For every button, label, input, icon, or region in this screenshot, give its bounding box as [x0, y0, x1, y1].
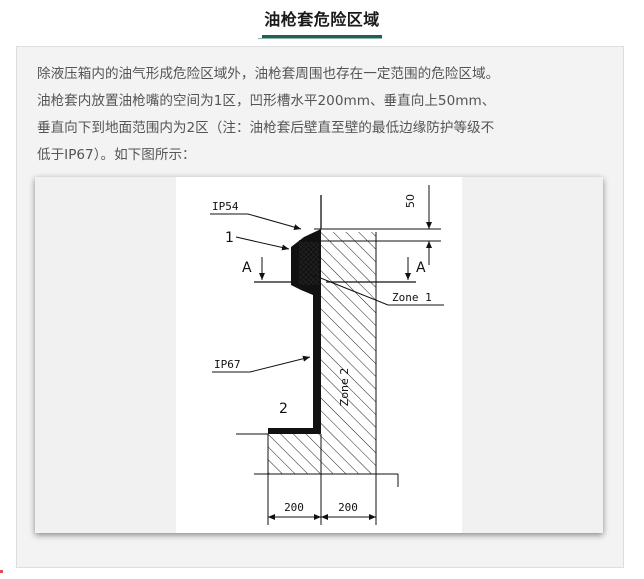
paragraph-line-1: 除液压箱内的油气形成危险区域外，油枪套周围也存在一定范围的危险区域。 — [37, 66, 500, 82]
content-card: 除液压箱内的油气形成危险区域外，油枪套周围也存在一定范围的危险区域。 油枪套内放… — [16, 46, 624, 568]
dim-200-left-label: 200 — [284, 501, 304, 514]
hazard-zone-diagram: 50 IP54 1 A A Zone 1 IP67 Zone 2 — [210, 185, 444, 525]
dim-50-label: 50 — [404, 194, 417, 208]
figure-frame: 50 IP54 1 A A Zone 1 IP67 Zone 2 — [35, 177, 603, 533]
zone1-cavity — [299, 241, 319, 285]
ip67-label: IP67 — [214, 358, 241, 371]
item-1-label: 1 — [225, 230, 234, 246]
edge-marker — [0, 570, 3, 573]
ip54-label: IP54 — [212, 200, 239, 213]
zone2-area-upper — [321, 232, 376, 428]
zone2-label: Zone 2 — [338, 368, 351, 407]
zone2-area-lower — [268, 428, 376, 474]
zone1-label: Zone 1 — [392, 291, 432, 304]
dim-200-right-label: 200 — [338, 501, 358, 514]
figure-margin-right — [462, 177, 603, 533]
section-a-right-label: A — [416, 260, 426, 276]
section-a-left-label: A — [242, 260, 252, 276]
title-underline — [258, 38, 382, 39]
paragraph-line-3: 垂直向下到地面范围内为2区（注：油枪套后壁直至壁的最低边缘防护等级不 — [37, 120, 495, 136]
paragraph-line-4: 低于IP67）。如下图所示： — [37, 147, 196, 163]
body-paragraph: 除液压箱内的油气形成危险区域外，油枪套周围也存在一定范围的危险区域。 油枪套内放… — [37, 61, 607, 169]
item-2-label: 2 — [279, 401, 288, 417]
page-title: 油枪套危险区域 — [262, 6, 382, 38]
paragraph-line-2: 油枪套内放置油枪嘴的空间为1区，凹形槽水平200mm、垂直向上50mm、 — [37, 93, 496, 109]
figure-margin-left — [35, 177, 176, 533]
heading-wrap: 油枪套危险区域 — [0, 6, 644, 38]
